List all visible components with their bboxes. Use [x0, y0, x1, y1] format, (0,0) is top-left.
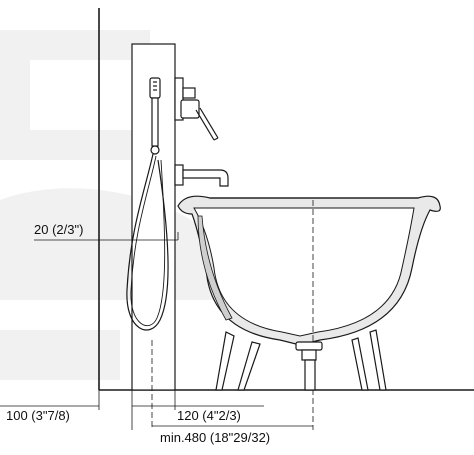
- mixer-valve-icon: [174, 77, 219, 141]
- height-offset-label: 20 (2/3"): [34, 222, 83, 237]
- drain-icon: [295, 341, 323, 391]
- wall-to-column-label: 100 (3"7/8): [6, 408, 70, 423]
- shower-hose: [126, 153, 169, 331]
- min-distance-label: min.480 (18"29/32): [160, 430, 270, 445]
- column-to-tub-label: 120 (4"2/3): [177, 408, 241, 423]
- bathtub: [177, 195, 441, 346]
- shower-hose-inner: [130, 155, 166, 327]
- hand-shower-icon: [149, 77, 161, 155]
- tub-legs: [215, 329, 387, 391]
- bottom-dimensions: [0, 390, 313, 430]
- bath-spout-icon: [174, 164, 229, 187]
- dimension-height-offset: 20 (2/3"): [34, 222, 179, 241]
